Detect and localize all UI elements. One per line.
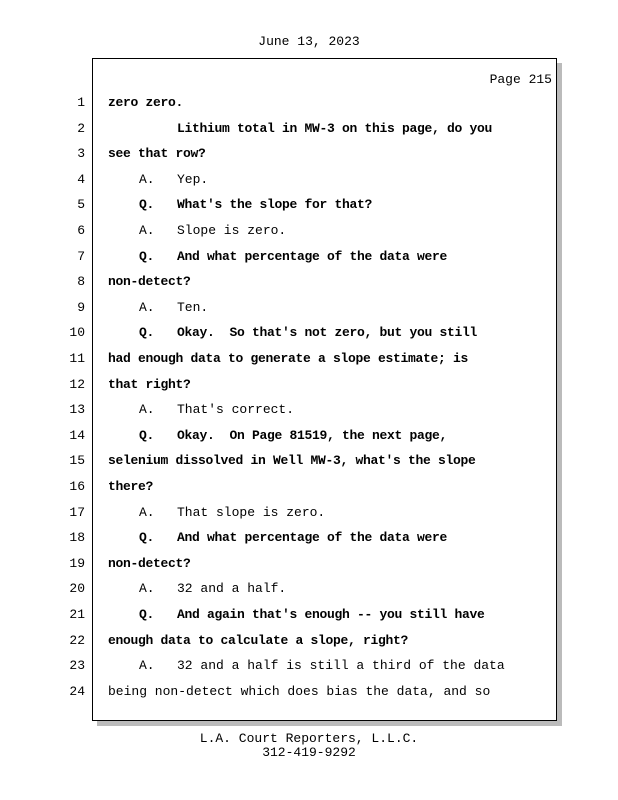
speaker-marker: A.	[139, 504, 155, 520]
line-number: 6	[77, 223, 85, 238]
line-number: 8	[77, 274, 85, 290]
speaker-marker: Q.	[139, 325, 155, 341]
transcript-line: 24 being non-detect which does bias the d…	[0, 682, 560, 702]
line-number: 19	[69, 555, 85, 571]
line-number: 24	[69, 683, 85, 699]
transcript-line: 9 A. Ten.	[0, 298, 560, 318]
transcript-line: 4 A. Yep.	[0, 170, 560, 190]
transcript-line: 5 Q. What's the slope for that?	[0, 195, 560, 215]
speaker-marker: A.	[139, 171, 155, 187]
line-text: being non-detect which does bias the dat…	[108, 683, 491, 699]
speaker-marker: Q.	[139, 530, 155, 546]
transcript-line: 11 had enough data to generate a slope es…	[0, 349, 560, 369]
speaker-marker: A.	[139, 658, 155, 674]
line-text: 32 and a half.	[177, 581, 287, 597]
line-number: 1	[77, 95, 85, 110]
line-text: Yep.	[177, 171, 209, 187]
line-number: 10	[69, 325, 85, 341]
transcript-line: 12 that right?	[0, 375, 560, 395]
reporter-phone: 312-419-9292	[262, 745, 356, 760]
line-text: that right?	[108, 376, 191, 392]
transcript-line: 23 A. 32 and a half is still a third of th…	[0, 656, 560, 676]
line-number: 22	[69, 632, 85, 648]
transcript-line: 16 there?	[0, 477, 560, 497]
line-number: 7	[77, 248, 85, 264]
line-text: enough data to calculate a slope, right?	[108, 632, 409, 648]
speaker-marker: A.	[139, 223, 155, 238]
transcript-line: 19 non-detect?	[0, 554, 560, 574]
speaker-marker: A.	[139, 402, 155, 418]
line-text: That's correct.	[177, 402, 295, 418]
transcript-line: 17 A. That slope is zero.	[0, 503, 560, 523]
transcript-line: 8 non-detect?	[0, 272, 560, 292]
line-text: And again that's enough -- you still hav…	[177, 607, 485, 622]
transcript-line: 6 A. Slope is zero.	[0, 221, 560, 241]
line-number: 3	[77, 146, 85, 162]
line-number: 23	[69, 658, 85, 674]
transcript-line: 10 Q. Okay. So that's not zero, but you st…	[0, 323, 560, 343]
transcript-line: 22 enough data to calculate a slope, righ…	[0, 631, 560, 651]
speaker-marker: Q.	[139, 248, 155, 264]
line-text: there?	[108, 479, 154, 494]
line-text: And what percentage of the data were	[177, 248, 448, 264]
line-text: That slope is zero.	[177, 504, 326, 520]
line-number: 15	[69, 453, 85, 469]
transcript-line: 1 zero zero.	[0, 93, 560, 113]
speaker-marker: Q.	[139, 427, 155, 443]
speaker-marker: A.	[139, 581, 155, 597]
line-number: 16	[69, 479, 85, 494]
line-text: Okay. So that's not zero, but you still	[177, 325, 478, 341]
page-number: Page 215	[489, 72, 552, 87]
transcript-date: June 13, 2023	[258, 34, 360, 49]
line-number: 18	[69, 530, 85, 546]
transcript-line: 7 Q. And what percentage of the data were	[0, 247, 560, 267]
line-number: 13	[69, 402, 85, 418]
transcript-line: 15 selenium dissolved in Well MW-3, what'…	[0, 451, 560, 471]
footer: L.A. Court Reporters, L.L.C. 312-419-929…	[0, 732, 618, 760]
line-text: Okay. On Page 81519, the next page,	[177, 427, 448, 443]
line-text: had enough data to generate a slope esti…	[108, 351, 469, 366]
speaker-marker: Q.	[139, 607, 155, 622]
line-number: 17	[69, 504, 85, 520]
line-text: selenium dissolved in Well MW-3, what's …	[108, 453, 476, 469]
transcript-line: 2 Lithium total in MW-3 on this page, do …	[0, 119, 560, 139]
line-number: 20	[69, 581, 85, 597]
line-text: And what percentage of the data were	[177, 530, 448, 546]
line-text: non-detect?	[108, 274, 191, 290]
reporter-company: L.A. Court Reporters, L.L.C.	[199, 731, 419, 746]
transcript-line: 3 see that row?	[0, 144, 560, 164]
line-text: Ten.	[177, 299, 209, 315]
transcript-page: Page 215	[92, 58, 557, 721]
transcript-line: 20 A. 32 and a half.	[0, 579, 560, 599]
line-text: zero zero.	[108, 95, 184, 110]
transcript-line: 18 Q. And what percentage of the data were	[0, 528, 560, 548]
speaker-marker: A.	[139, 299, 155, 315]
line-number: 14	[69, 427, 85, 443]
line-number: 9	[77, 299, 85, 315]
line-number: 2	[77, 120, 85, 136]
line-number: 4	[77, 171, 85, 187]
transcript-line: 13 A. That's correct.	[0, 400, 560, 420]
line-text: non-detect?	[108, 555, 191, 571]
transcript-line: 21 Q. And again that's enough -- you still…	[0, 605, 560, 625]
line-text: Lithium total in MW-3 on this page, do y…	[177, 120, 493, 136]
line-text: 32 and a half is still a third of the da…	[177, 658, 505, 674]
line-number: 12	[69, 376, 85, 392]
line-text: What's the slope for that?	[177, 197, 373, 213]
line-number: 21	[69, 607, 85, 622]
speaker-marker: Q.	[139, 197, 155, 213]
transcript-line: 14 Q. Okay. On Page 81519, the next page,	[0, 426, 560, 446]
line-text: Slope is zero.	[177, 223, 287, 238]
line-number: 11	[69, 351, 85, 366]
line-text: see that row?	[108, 146, 206, 162]
line-number: 5	[77, 197, 85, 213]
